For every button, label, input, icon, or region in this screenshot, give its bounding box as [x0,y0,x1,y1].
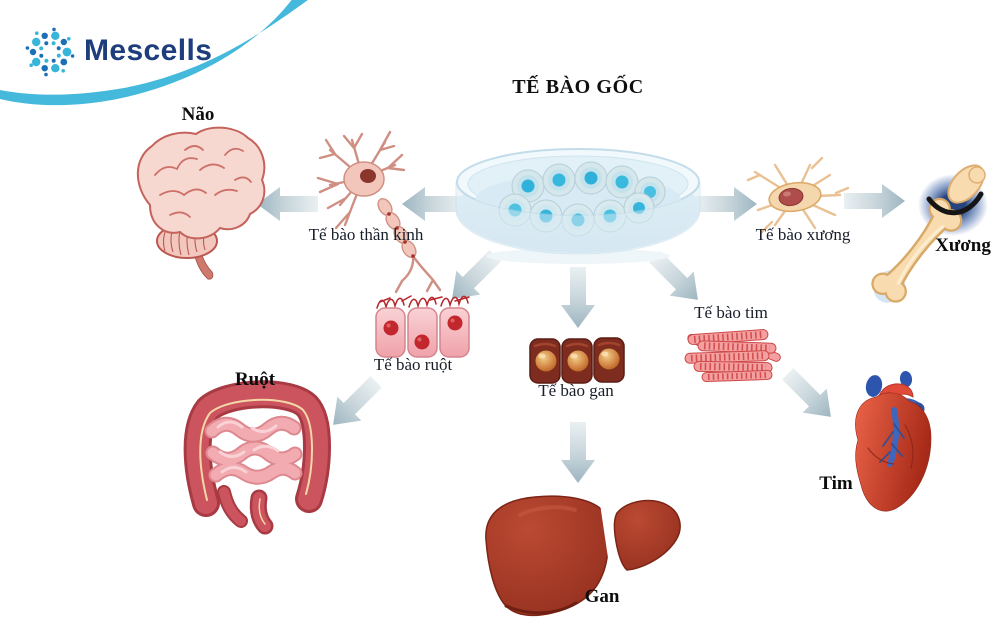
arrow-heart-cell-to-heart [775,361,843,429]
brand-wordmark: Mescells [84,34,213,67]
label-nerve-cell: Tế bào thần kinh [308,225,424,244]
label-bone: Xương [935,235,991,256]
label-liver-cell: Tế bào gan [538,381,614,400]
label-heart: Tim [819,473,853,494]
swoosh-decoration [0,0,308,106]
diagram-title: TẾ BÀO GỐC [512,76,644,98]
liver-icon [485,495,681,617]
label-heart-cell: Tế bào tim [694,303,768,322]
bone-icon [871,164,988,303]
label-intestine: Ruột [234,369,276,390]
arrow-bone-cell-to-bone [844,184,905,218]
label-brain: Não [181,104,215,125]
arrow-liver-cell-to-liver [561,422,595,483]
intestine-icon [183,380,331,535]
petri-dish-icon [455,148,701,264]
intestine-cell-icon [375,295,470,358]
arrow-dish-to-bone-cell [696,187,757,221]
mescells-logo-icon [25,27,75,77]
heart-icon [855,371,932,512]
arrow-nerve-cell-to-brain [257,187,318,221]
label-liver: Gan [584,586,620,607]
heart-cell-icon [684,329,781,383]
label-intestine-cell: Tế bào ruột [373,355,453,374]
arrow-dish-to-liver-cell [561,267,595,328]
arrow-intestine-cell-to-intestine [321,369,389,437]
brain-icon [136,126,266,280]
nerve-cell-icon [316,130,442,294]
arrow-dish-to-nerve-cell [402,187,463,221]
liver-cell-icon [529,337,625,384]
label-bone-cell: Tế bào xương [755,225,851,244]
bone-cell-icon [746,156,850,234]
